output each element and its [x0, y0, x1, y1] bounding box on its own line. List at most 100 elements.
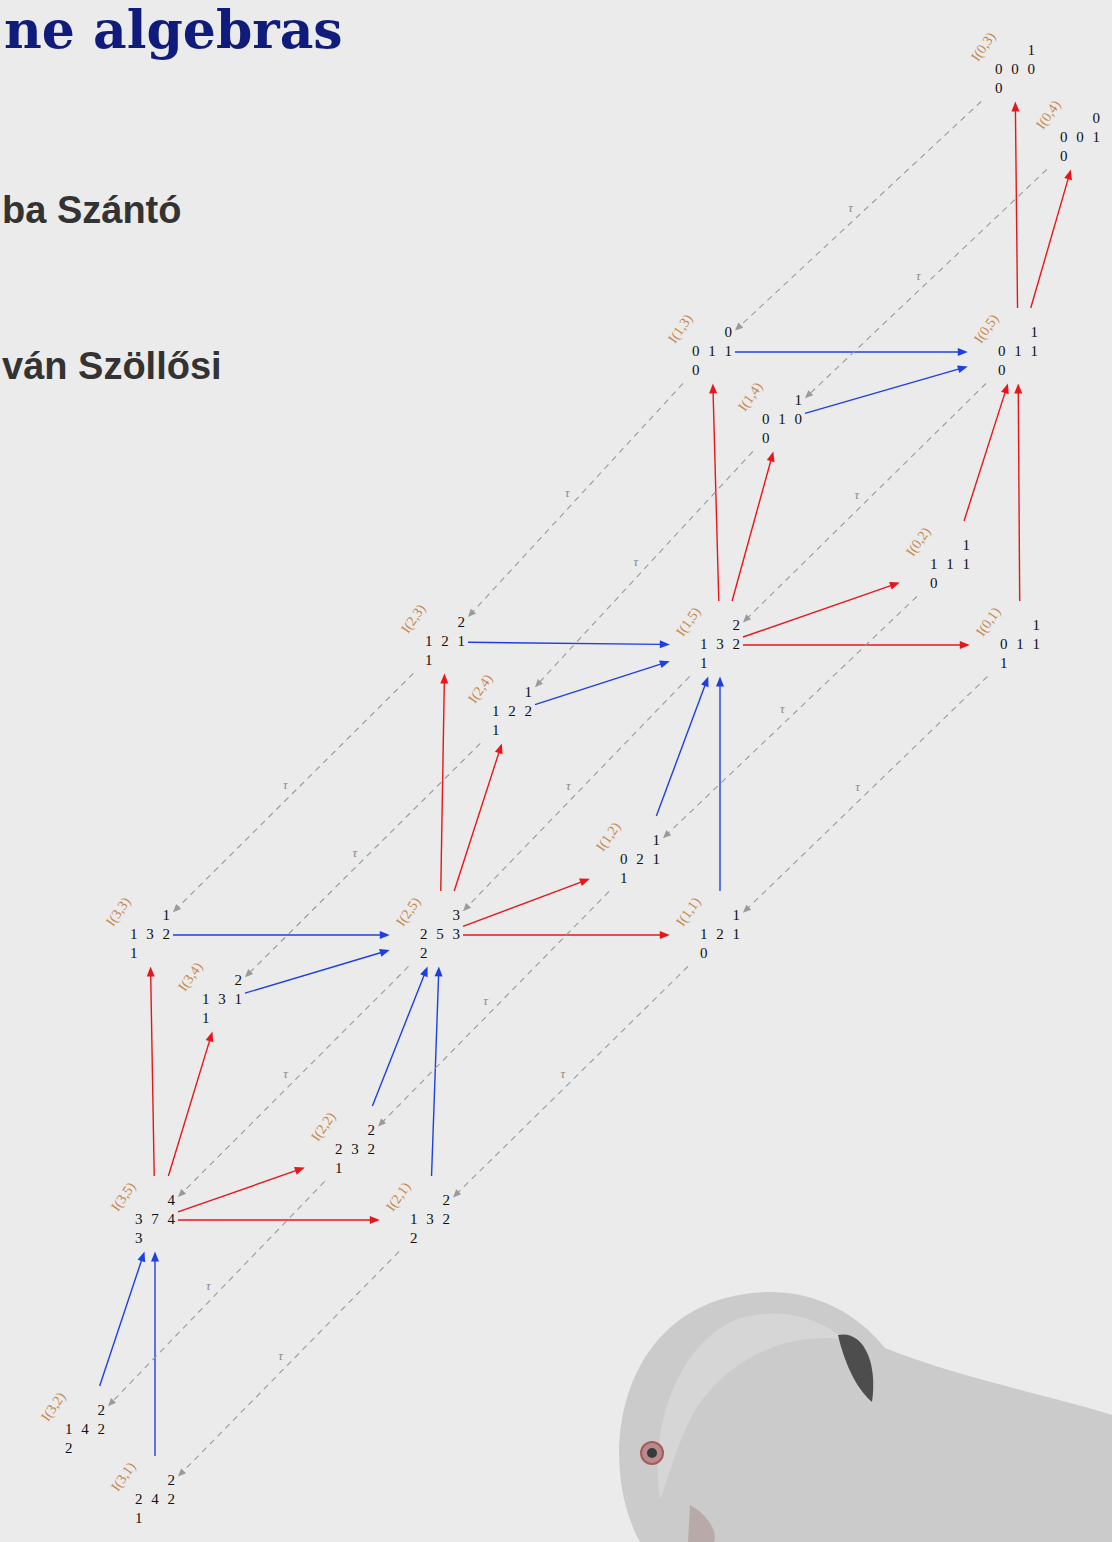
- arrow-head: [1064, 169, 1072, 180]
- arrow-line: [178, 1219, 372, 1220]
- dimension-row: 2: [700, 616, 740, 635]
- arrow-line: [173, 934, 382, 935]
- dimension-row: 4: [135, 1191, 175, 1210]
- dimension-row: 0: [1060, 109, 1100, 128]
- dimension-vector: 10 1 11: [1000, 616, 1040, 673]
- arrow-line: [100, 1259, 142, 1386]
- module-label: I(3,5): [108, 1179, 139, 1214]
- module-node: 22 3 21I(2,2): [305, 1106, 378, 1181]
- morphism-arrow: [535, 660, 670, 704]
- dimension-row: 0 2 1: [620, 850, 660, 869]
- arrow-line: [805, 369, 960, 414]
- module-node: 11 2 10I(1,1): [670, 891, 743, 966]
- dimension-row: 1: [130, 906, 170, 925]
- arrow-line: [719, 684, 720, 891]
- dimension-row: 1: [130, 944, 170, 963]
- dimension-row: 2 4 2: [135, 1490, 175, 1509]
- dimension-vector: 10 0 00: [995, 41, 1035, 98]
- arrow-head: [660, 640, 670, 648]
- dimension-vector: 11 1 10: [930, 536, 970, 593]
- dimension-row: 1: [762, 391, 802, 410]
- dimension-row: 1: [930, 536, 970, 555]
- module-node: 21 2 11I(2,3): [395, 598, 468, 673]
- dimension-vector: 21 2 11: [425, 613, 465, 670]
- arrow-head: [735, 323, 743, 331]
- morphism-arrow: [468, 640, 670, 648]
- dimension-row: 2 3 2: [335, 1140, 375, 1159]
- morphism-arrow: [1031, 169, 1072, 308]
- arrow-head: [151, 1251, 159, 1261]
- arrow-line: [748, 383, 986, 617]
- module-node: 10 2 11I(1,2): [590, 816, 663, 891]
- arrow-line: [743, 644, 962, 645]
- module-node: 32 5 32I(2,5): [390, 891, 463, 966]
- module-label: I(0,2): [903, 524, 934, 559]
- arrow-head: [960, 641, 970, 649]
- dimension-row: 1 2 1: [425, 632, 465, 651]
- morphism-arrow: [432, 966, 443, 1176]
- dimension-row: 1 2 2: [492, 702, 532, 721]
- morphism-arrow: [372, 966, 427, 1106]
- module-label: I(1,4): [735, 379, 766, 414]
- arrow-head: [889, 582, 900, 590]
- module-node: 11 1 10I(0,2): [900, 521, 973, 596]
- arrow-head: [420, 966, 427, 977]
- module-label: I(3,4): [175, 959, 206, 994]
- arrow-head: [370, 1216, 380, 1224]
- morphism-arrow: [743, 641, 970, 649]
- arrow-line: [250, 743, 481, 972]
- dimension-row: 1: [135, 1509, 175, 1528]
- dimension-row: 1 3 2: [130, 925, 170, 944]
- arrow-head: [173, 904, 181, 912]
- morphism-arrow: [743, 582, 900, 637]
- arrow-line: [463, 934, 662, 935]
- translation-arrow: [468, 383, 683, 617]
- module-node: 10 1 00I(1,4): [732, 376, 805, 451]
- morphism-arrow: [168, 1031, 213, 1176]
- arrow-line: [535, 664, 662, 705]
- arrow-head: [435, 966, 443, 976]
- module-label: I(3,1): [108, 1459, 139, 1494]
- edge-label: τ: [564, 486, 571, 500]
- dimension-row: 2: [202, 971, 242, 990]
- translation-arrow: [453, 966, 688, 1197]
- arrow-line: [743, 585, 892, 637]
- dimension-row: 1: [995, 41, 1035, 60]
- arrow-line: [1018, 391, 1019, 601]
- edge-label: τ: [847, 201, 854, 215]
- module-node: 10 1 11I(0,1): [970, 601, 1043, 676]
- morphism-arrow: [100, 1251, 145, 1386]
- dimension-row: 2: [410, 1191, 450, 1210]
- dimension-row: 2: [420, 944, 460, 963]
- dimension-row: 1 3 1: [202, 990, 242, 1009]
- dimension-row: 3: [135, 1229, 175, 1248]
- dimension-row: 1: [998, 323, 1038, 342]
- arrow-line: [463, 882, 582, 927]
- dimension-row: 2: [135, 1471, 175, 1490]
- translation-arrow: [178, 1251, 399, 1476]
- arrow-line: [245, 952, 382, 993]
- edge-label: τ: [853, 488, 860, 502]
- arrow-head: [1001, 383, 1009, 394]
- dimension-row: 1: [620, 831, 660, 850]
- arrow-head: [294, 1167, 305, 1175]
- dimension-row: 0 1 0: [762, 410, 802, 429]
- module-label: I(3,2): [38, 1389, 69, 1424]
- dove-beak: [688, 1505, 715, 1542]
- module-label: I(2,2): [308, 1109, 339, 1144]
- module-node: 11 2 21I(2,4): [462, 668, 535, 743]
- dimension-vector: 21 3 21: [700, 616, 740, 673]
- arrow-line: [539, 451, 753, 682]
- module-node: 00 0 10I(0,4): [1030, 94, 1103, 169]
- translation-arrow: [463, 676, 690, 911]
- dove-body: [619, 1292, 1112, 1542]
- arrow-head: [379, 949, 390, 957]
- arrow-head: [206, 1031, 214, 1042]
- module-label: I(1,1): [673, 894, 704, 929]
- arrow-line: [183, 966, 409, 1192]
- arrow-head: [743, 905, 751, 913]
- morphism-arrow: [709, 383, 719, 601]
